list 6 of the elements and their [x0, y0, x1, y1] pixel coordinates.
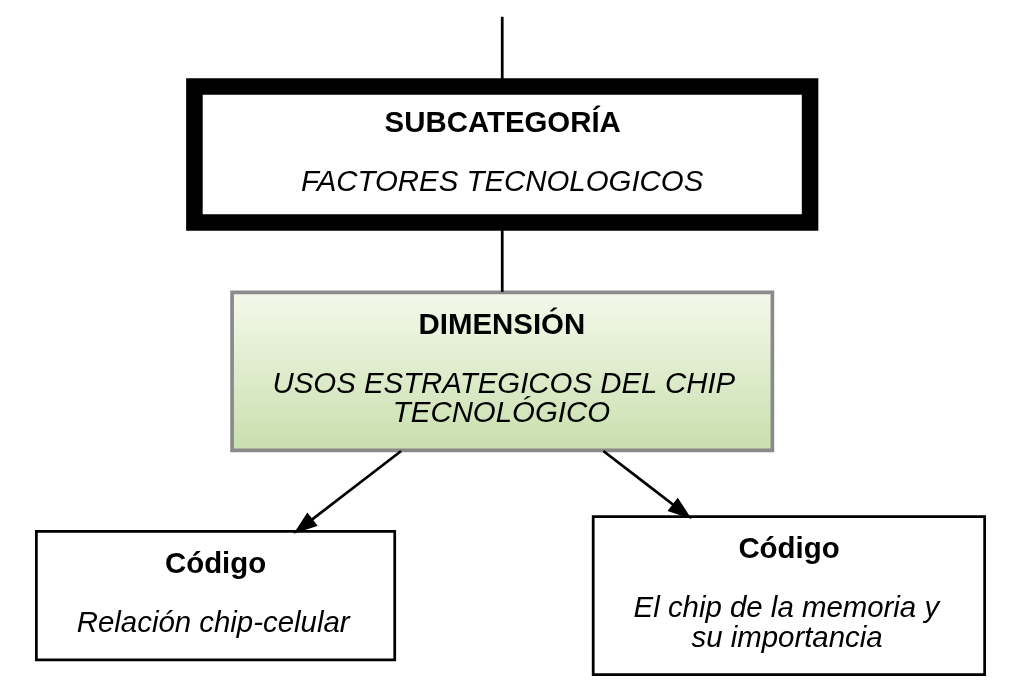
arrow	[602, 449, 692, 519]
arrow	[293, 449, 402, 534]
node-box: Código Relación chip-celular	[34, 529, 397, 662]
node-box: SUBCATEGORÍA FACTORES TECNOLOGICOS	[186, 78, 819, 231]
node-box: DIMENSIÓN USOS ESTRATEGICOS DEL CHIP TECNOLÓGICO	[230, 290, 775, 453]
node-box: Código El chip de la memoria y su importancia	[591, 515, 987, 676]
